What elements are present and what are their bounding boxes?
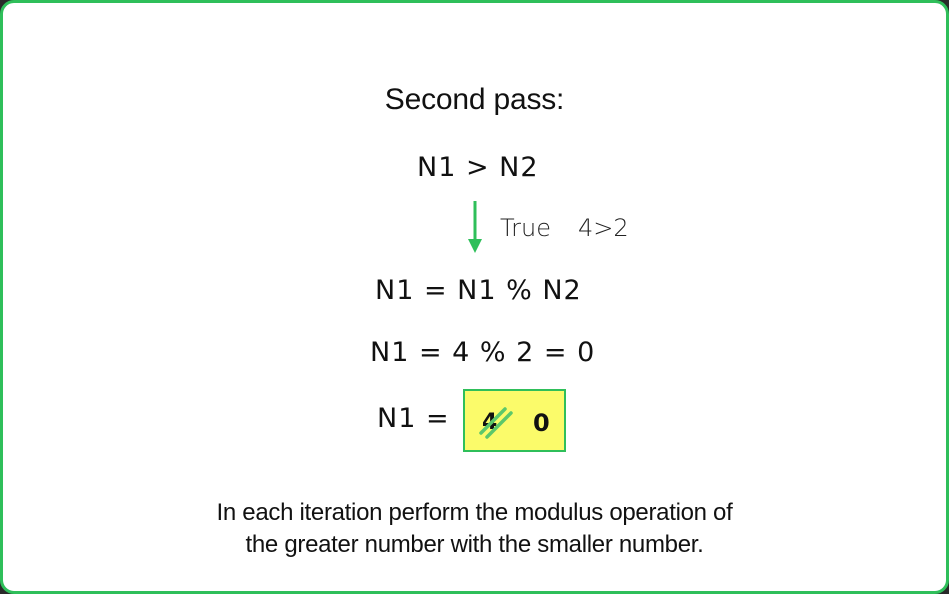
branch-check: 4>2 bbox=[578, 214, 629, 242]
strikethrough-icon bbox=[479, 407, 513, 439]
diagram-title: Second pass: bbox=[384, 83, 565, 116]
result-box: 4 0 bbox=[463, 389, 566, 452]
arrow-down-icon bbox=[468, 201, 482, 253]
new-value: 0 bbox=[533, 409, 550, 437]
branch-label: True bbox=[500, 214, 551, 242]
caption-line-1: In each iteration perform the modulus op… bbox=[216, 499, 733, 526]
condition-expression: N1 > N2 bbox=[417, 152, 539, 183]
caption: In each iteration perform the modulus op… bbox=[3, 497, 946, 561]
caption-line-2: the greater number with the smaller numb… bbox=[245, 531, 704, 558]
assignment-label: N1 = bbox=[377, 403, 450, 434]
evaluation-equation: N1 = 4 % 2 = 0 bbox=[370, 337, 596, 368]
formula-equation: N1 = N1 % N2 bbox=[375, 275, 582, 306]
